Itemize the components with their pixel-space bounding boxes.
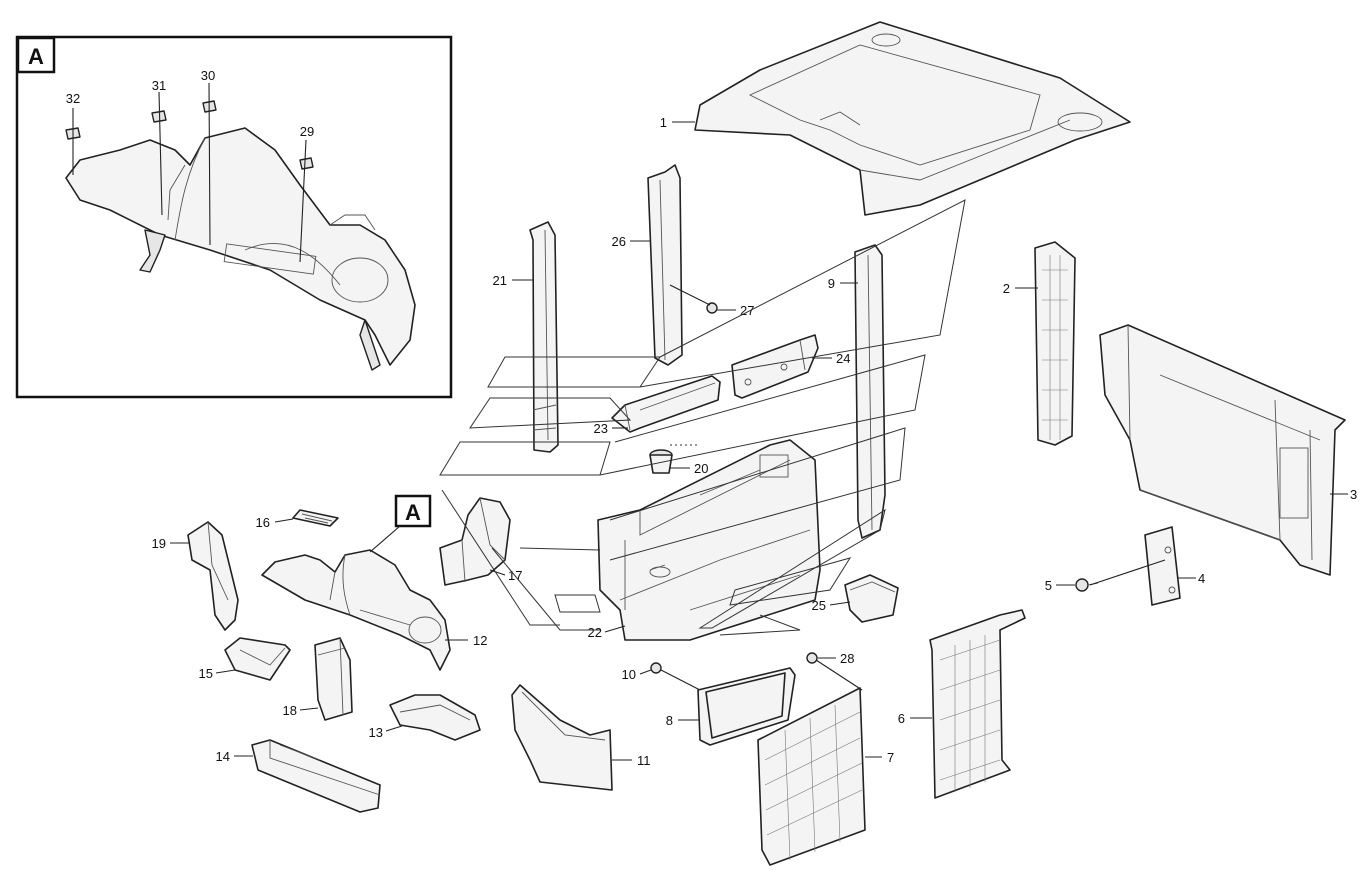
part-11-lower-trim <box>511 684 613 791</box>
callout-8: 8 <box>666 713 673 728</box>
part-28-screw <box>806 652 818 664</box>
callout-2: 2 <box>1003 281 1010 296</box>
clip-29 <box>299 157 314 170</box>
assembly-guide-lines <box>439 199 966 636</box>
part-19-side-bracket <box>187 521 239 631</box>
callout-4: 4 <box>1198 571 1205 586</box>
part-10-screw <box>650 662 662 674</box>
callout-32: 32 <box>66 91 80 106</box>
part-2-pillar-trim <box>1034 241 1076 446</box>
detail-reference-tag-box <box>394 494 432 528</box>
callout-20: 20 <box>694 461 708 476</box>
callout-19: 19 <box>152 536 166 551</box>
callout-5: 5 <box>1045 578 1052 593</box>
callout-14: 14 <box>216 749 230 764</box>
callout-30: 30 <box>201 68 215 83</box>
part-3-rear-wall-panel <box>1099 324 1346 576</box>
callout-3: 3 <box>1350 487 1357 502</box>
callout-16: 16 <box>256 515 270 530</box>
dashboard-bracket-detail <box>139 229 166 273</box>
callout-21: 21 <box>493 273 507 288</box>
callout-12: 12 <box>473 633 487 648</box>
part-1-headliner <box>694 21 1131 216</box>
part-23-bracket <box>611 375 721 433</box>
part-22-center-console <box>597 439 821 641</box>
callout-31: 31 <box>152 78 166 93</box>
part-18-duct-section <box>314 637 353 721</box>
callout-28: 28 <box>840 651 854 666</box>
callout-25: 25 <box>812 598 826 613</box>
detail-tag-box <box>16 36 56 74</box>
part-24-mounting-plate <box>731 334 819 399</box>
callout-11: 11 <box>637 753 651 768</box>
part-5-fastener <box>1075 578 1099 592</box>
part-16-vent-grille <box>292 509 339 527</box>
part-21-pillar <box>529 221 559 453</box>
part-27-screw <box>706 302 718 314</box>
callout-10: 10 <box>622 667 636 682</box>
part-13-vent-housing <box>389 694 481 741</box>
detail-tag-label: A <box>28 44 44 69</box>
callout-18: 18 <box>283 703 297 718</box>
part-4-access-cover <box>1144 526 1181 606</box>
callout-26: 26 <box>612 234 626 249</box>
callout-15: 15 <box>199 666 213 681</box>
callout-24: 24 <box>836 351 850 366</box>
part-9-trim-strip <box>854 244 886 539</box>
part-25-storage-bin <box>844 574 899 623</box>
callout-27: 27 <box>740 303 754 318</box>
part-7-cargo-net-panel <box>757 687 866 866</box>
callout-7: 7 <box>887 750 894 765</box>
detail-reference-tag-label: A <box>405 500 421 525</box>
callout-13: 13 <box>369 725 383 740</box>
callout-9: 9 <box>828 276 835 291</box>
callout-29: 29 <box>300 124 314 139</box>
dashboard-panel-detail <box>65 127 416 366</box>
callout-22: 22 <box>588 625 602 640</box>
part-20-cup-holder <box>649 449 673 474</box>
callout-6: 6 <box>898 711 905 726</box>
callout-1: 1 <box>660 115 667 130</box>
part-14-tray <box>251 739 381 813</box>
part-6-net-panel <box>929 609 1026 799</box>
detail-view-a: A 32 31 30 29 <box>15 35 453 399</box>
part-15-bracket <box>224 637 291 681</box>
part-8-trim-frame <box>697 667 796 746</box>
part-12-dashboard-panel <box>261 549 451 671</box>
callout-23: 23 <box>594 421 608 436</box>
part-26-pillar <box>647 164 683 366</box>
